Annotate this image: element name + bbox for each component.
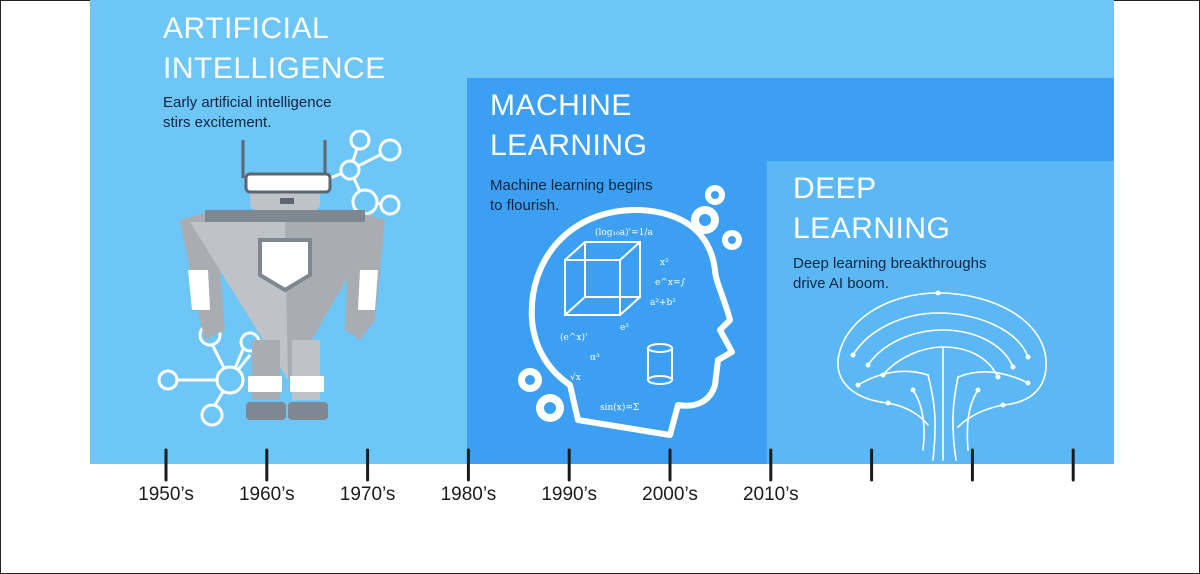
ml-description: Machine learning begins to flourish. xyxy=(490,177,653,214)
svg-text:sin(x)=Σ: sin(x)=Σ xyxy=(600,402,639,413)
svg-text:α³: α³ xyxy=(590,353,600,363)
ml-title: MACHINE LEARNING xyxy=(490,89,648,162)
robot-icon xyxy=(157,130,402,427)
dl-description: Deep learning breakthroughs drive AI boo… xyxy=(793,255,987,292)
timeline-label: 1970’s xyxy=(339,484,396,505)
svg-text:(e^x)': (e^x)' xyxy=(560,332,587,343)
timeline-label: 1960’s xyxy=(238,484,295,505)
svg-text:(log₁₀a)'=1/a: (log₁₀a)'=1/a xyxy=(595,227,653,238)
timeline-label: 1950’s xyxy=(138,484,194,505)
timeline xyxy=(164,448,1075,482)
svg-text:e²: e² xyxy=(620,323,629,333)
ai-description: Early artificial intelligence stirs exci… xyxy=(163,94,332,131)
svg-text:a²+b²: a²+b² xyxy=(650,298,676,308)
timeline-label: 2000’s xyxy=(642,484,698,505)
circuit-brain-icon xyxy=(837,290,1047,461)
timeline-label: 1990’s xyxy=(541,484,598,505)
timeline-label: 1980’s xyxy=(440,484,497,505)
head-with-formulas-icon: (log₁₀a)'=1/a x² e^x=∫ a²+b² (e^x)' α³ e… xyxy=(518,185,742,438)
ai-title: ARTIFICIAL INTELLIGENCE xyxy=(163,12,386,85)
svg-text:x²: x² xyxy=(660,258,669,268)
timeline-label: 2010’s xyxy=(742,484,799,505)
dl-title: DEEP LEARNING xyxy=(793,172,951,245)
svg-text:e^x=∫: e^x=∫ xyxy=(655,278,685,288)
svg-text:√x: √x xyxy=(570,372,581,383)
